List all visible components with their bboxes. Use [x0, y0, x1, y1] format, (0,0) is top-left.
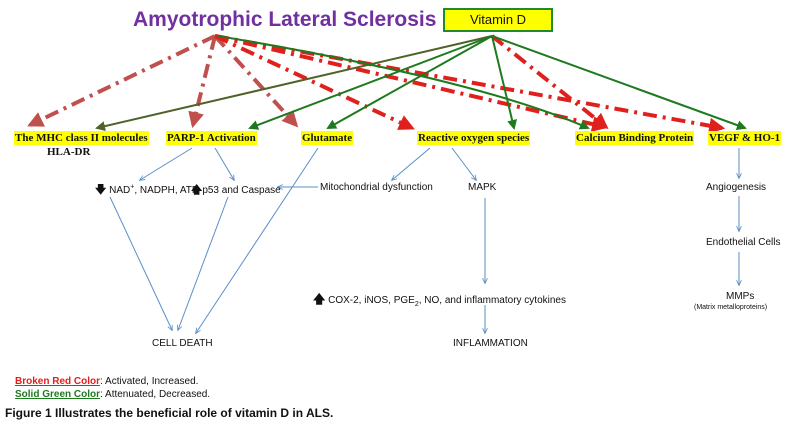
- vitamin-d-node: Vitamin D: [443, 8, 553, 32]
- nad-rest: , NADPH, ATP: [134, 185, 199, 196]
- cox-pre: COX-2, iNOS, PGE: [328, 295, 415, 306]
- node-cell-death: CELL DEATH: [152, 338, 213, 349]
- legend-green-text: : Attenuated, Decreased.: [100, 389, 211, 400]
- nad-prefix: NAD: [109, 185, 131, 196]
- arrow-als-ros: [214, 34, 415, 130]
- legend-red-label: Broken Red Color: [15, 376, 101, 387]
- p53-label: p53 and Caspase: [202, 185, 281, 196]
- legend-green: Solid Green Color: Attenuated, Decreased…: [15, 389, 210, 400]
- node-mmps-note: (Matrix metalloproteins): [694, 304, 768, 311]
- arrow-vitd-vegf: [491, 35, 747, 130]
- node-ros: Reactive oxygen species: [417, 131, 531, 145]
- node-glutamate: Glutamate: [301, 131, 354, 145]
- arrow-up-icon: 🡅: [191, 184, 203, 196]
- vitamin-d-attenuation-arrows: [95, 35, 747, 132]
- legend-red: Broken Red Color: Activated, Increased.: [15, 376, 198, 387]
- legend-green-label: Solid Green Color: [15, 389, 101, 400]
- node-mapk: MAPK: [468, 182, 497, 193]
- arrow-als-to-calcium-green: [217, 35, 590, 130]
- node-cox: 🡅 COX-2, iNOS, PGE2, NO, and inflammator…: [313, 290, 566, 311]
- node-hla: HLA-DR: [47, 146, 91, 158]
- node-inflammation: INFLAMMATION: [453, 338, 528, 349]
- arrow-parp-nad: [140, 147, 193, 180]
- caption-text: Illustrates the beneficial role of vitam…: [55, 406, 334, 420]
- arrow-vitd-glutamate: [326, 35, 493, 129]
- figure-caption: Figure 1 Illustrates the beneficial role…: [5, 406, 333, 420]
- downstream-arrows: [109, 147, 739, 333]
- arrow-ros-mapk: [451, 147, 476, 180]
- arrow-vitd-calcium-red: [490, 34, 609, 129]
- legend-red-text: : Activated, Increased.: [100, 376, 199, 387]
- arrow-vitd-mhc: [95, 35, 493, 132]
- diagram-title: Amyotrophic Lateral Sclerosis: [133, 8, 437, 31]
- arrow-vitd-ros: [491, 35, 518, 130]
- node-vegf: VEGF & HO-1: [708, 131, 782, 145]
- arrow-als-glutamate: [213, 34, 299, 128]
- arrow-als-calcium: [214, 34, 609, 132]
- cox-post: , NO, and inflammatory cytokines: [418, 295, 566, 306]
- arrow-ros-mito: [392, 147, 431, 180]
- cox-sub: 2: [414, 301, 419, 308]
- arrow-glutamate-celldeath: [196, 147, 319, 333]
- node-mito: Mitochondrial dysfunction: [320, 182, 433, 193]
- node-mmps: MMPs: [726, 291, 755, 302]
- caption-figure-label: Figure 1: [5, 406, 52, 420]
- arrow-up-icon: 🡅: [313, 292, 326, 306]
- node-endothelial: Endothelial Cells: [706, 237, 781, 248]
- arrow-parp-p53: [214, 147, 234, 180]
- arrow-down-icon: 🡇: [95, 184, 107, 196]
- arrow-vitd-parp: [248, 35, 493, 130]
- node-mhc: The MHC class II molecules: [14, 131, 149, 145]
- node-angiogenesis: Angiogenesis: [706, 182, 767, 193]
- node-calcium: Calcium Binding Protein: [575, 131, 695, 145]
- arrow-als-parp: [188, 35, 217, 129]
- node-parp: PARP-1 Activation: [166, 131, 257, 145]
- als-activation-arrows: [27, 34, 726, 134]
- nad-superscript: +: [130, 183, 135, 191]
- arrow-p53-celldeath: [178, 196, 229, 330]
- node-p53: 🡅p53 and Caspase: [191, 181, 281, 200]
- arrow-als-mhc: [27, 34, 216, 127]
- node-nad: 🡇 NAD+, NADPH, ATP: [95, 181, 199, 200]
- arrow-nad-celldeath: [109, 196, 172, 330]
